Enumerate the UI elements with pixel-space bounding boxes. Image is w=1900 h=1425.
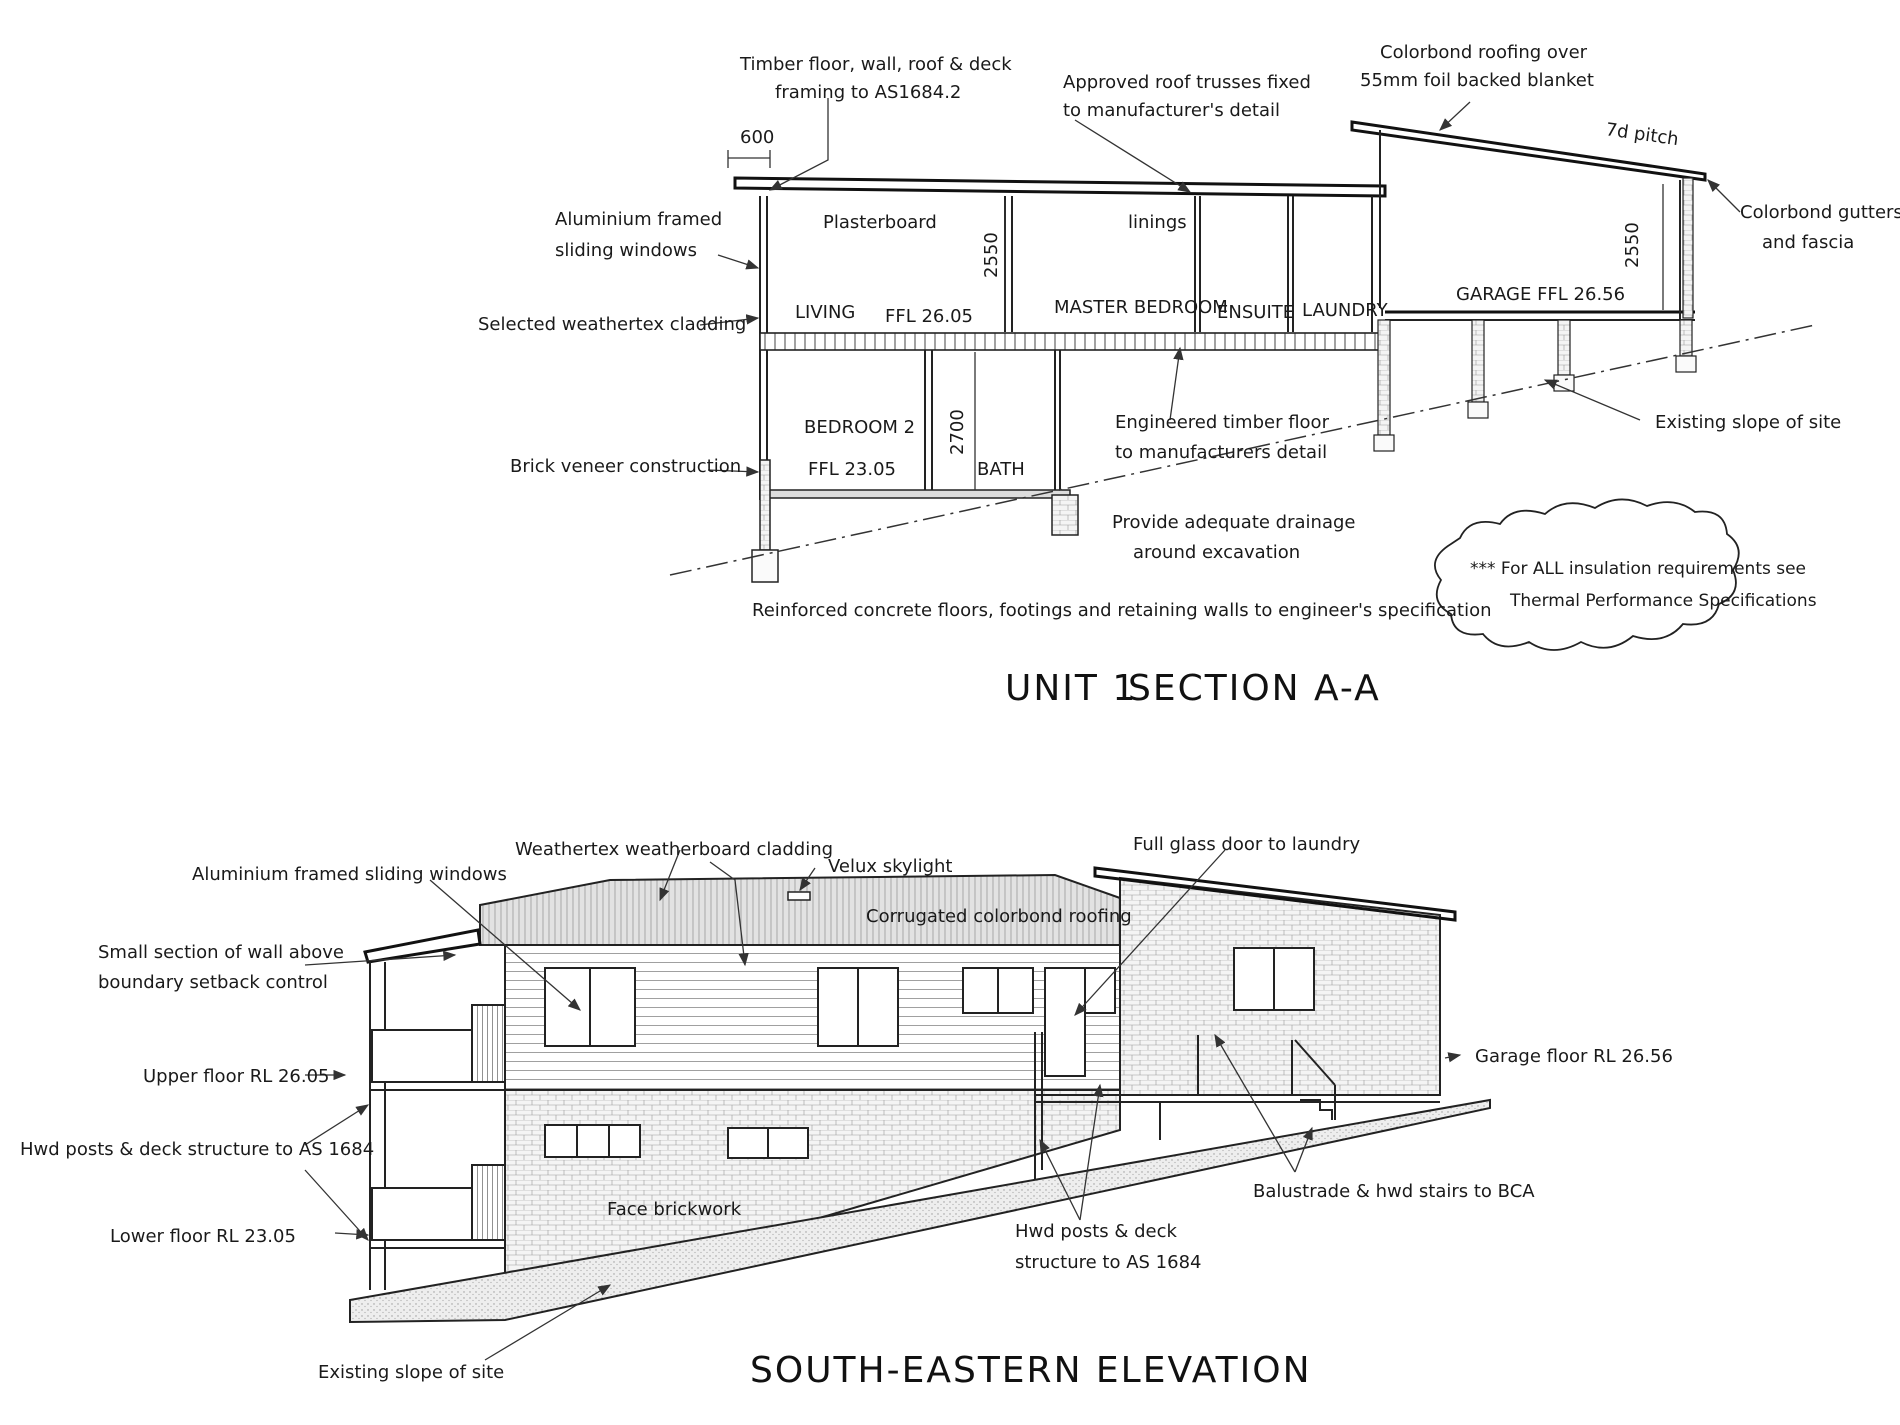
ffl-lower: FFL 23.05 bbox=[808, 459, 896, 480]
room-laundry: LAUNDRY bbox=[1302, 300, 1389, 321]
note-gutters: Colorbond gutters, bbox=[1740, 202, 1900, 223]
note-brick-veneer: Brick veneer construction bbox=[510, 456, 741, 477]
brick-veneer-wall bbox=[759, 459, 771, 551]
note-weatherboard: Weathertex weatherboard cladding bbox=[515, 839, 833, 860]
room-garage: GARAGE FFL 26.56 bbox=[1456, 284, 1625, 305]
note-weathertex-cladding: Selected weathertex cladding bbox=[478, 314, 746, 335]
note-elev-windows: Aluminium framed sliding windows bbox=[192, 864, 507, 885]
footing bbox=[751, 549, 779, 583]
note-engineered-floor: Engineered timber floor bbox=[1115, 412, 1330, 433]
note-elev-existing-slope: Existing slope of site bbox=[318, 1362, 504, 1383]
note-reinforced-concrete: Reinforced concrete floors, footings and… bbox=[752, 600, 1492, 621]
room-ensuite: ENSUITE bbox=[1217, 302, 1294, 323]
room-linings: linings bbox=[1128, 212, 1187, 233]
room-master-bedroom: MASTER BEDROOM bbox=[1054, 297, 1228, 318]
note-hwd-posts-left: Hwd posts & deck structure to AS 1684 bbox=[20, 1139, 374, 1160]
elevation-title: SOUTH-EASTERN ELEVATION bbox=[750, 1350, 1312, 1391]
section-a-a bbox=[669, 98, 1816, 583]
dim-2700: 2700 bbox=[947, 409, 968, 455]
note-balustrade: Balustrade & hwd stairs to BCA bbox=[1253, 1181, 1535, 1202]
note-small-wall: Small section of wall above bbox=[98, 942, 344, 963]
dim-2550-main: 2550 bbox=[981, 232, 1002, 278]
footing bbox=[1051, 494, 1079, 536]
garage-pier bbox=[1679, 319, 1693, 357]
dim-2550-garage: 2550 bbox=[1622, 222, 1643, 268]
note-insulation-2: Thermal Performance Specifications bbox=[1509, 591, 1817, 611]
dim-600: 600 bbox=[740, 127, 774, 148]
note-roof-trusses: Approved roof trusses fixed bbox=[1063, 72, 1311, 93]
site-slope-line bbox=[669, 324, 1816, 576]
note-drainage-2: around excavation bbox=[1133, 542, 1300, 563]
garage-pier bbox=[1377, 319, 1391, 436]
elevation-labels: Aluminium framed sliding windows Weather… bbox=[20, 834, 1673, 1391]
south-eastern-elevation bbox=[304, 849, 1491, 1361]
garage-pier bbox=[1471, 319, 1485, 403]
note-gutters-2: and fascia bbox=[1762, 232, 1854, 253]
section-labels: 600 Plasterboard linings LIVING FFL 26.0… bbox=[478, 42, 1900, 709]
note-aluminium-windows-2: sliding windows bbox=[555, 240, 697, 261]
note-timber-framing-2: framing to AS1684.2 bbox=[775, 82, 961, 103]
main-roof bbox=[733, 176, 1387, 198]
room-living: LIVING bbox=[795, 302, 855, 323]
note-glass-door: Full glass door to laundry bbox=[1133, 834, 1360, 855]
section-title-unit: UNIT 1 bbox=[1005, 668, 1137, 709]
note-roof-trusses-2: to manufacturer's detail bbox=[1063, 100, 1280, 121]
garage-roof bbox=[1350, 120, 1707, 182]
note-hwd-posts: Hwd posts & deck bbox=[1015, 1221, 1178, 1242]
velux-skylight bbox=[787, 891, 811, 901]
note-engineered-floor-2: to manufacturers detail bbox=[1115, 442, 1327, 463]
upper-floor-joists bbox=[759, 332, 1381, 351]
ground-slope bbox=[349, 1098, 1491, 1324]
insulation-note-cloud bbox=[1434, 498, 1740, 651]
room-plasterboard: Plasterboard bbox=[823, 212, 937, 233]
note-drainage: Provide adequate drainage bbox=[1112, 512, 1355, 533]
note-garage-floor: Garage floor RL 26.56 bbox=[1475, 1046, 1673, 1067]
note-corrugated-roof: Corrugated colorbond roofing bbox=[866, 906, 1132, 927]
note-velux: Velux skylight bbox=[828, 856, 952, 877]
roof-pitch: 7d pitch bbox=[1604, 119, 1680, 150]
note-upper-floor: Upper floor RL 26.05 bbox=[143, 1066, 330, 1087]
ffl-upper: FFL 26.05 bbox=[885, 306, 973, 327]
note-timber-framing: Timber floor, wall, roof & deck bbox=[739, 54, 1012, 75]
note-aluminium-windows: Aluminium framed bbox=[555, 209, 722, 230]
note-colorbond-roofing-2: 55mm foil backed blanket bbox=[1360, 70, 1594, 91]
note-small-wall-2: boundary setback control bbox=[98, 972, 328, 993]
lower-slab bbox=[759, 489, 1071, 499]
note-insulation: *** For ALL insulation requirements see bbox=[1470, 559, 1806, 579]
garage-pier bbox=[1557, 319, 1571, 376]
note-colorbond-roofing: Colorbond roofing over bbox=[1380, 42, 1588, 63]
note-lower-floor: Lower floor RL 23.05 bbox=[110, 1226, 296, 1247]
note-face-brickwork: Face brickwork bbox=[607, 1199, 742, 1220]
room-bedroom-2: BEDROOM 2 bbox=[804, 417, 915, 438]
room-bath: BATH bbox=[977, 459, 1025, 480]
note-hwd-posts-2: structure to AS 1684 bbox=[1015, 1252, 1201, 1273]
section-title: SECTION A-A bbox=[1128, 668, 1381, 709]
note-existing-slope: Existing slope of site bbox=[1655, 412, 1841, 433]
